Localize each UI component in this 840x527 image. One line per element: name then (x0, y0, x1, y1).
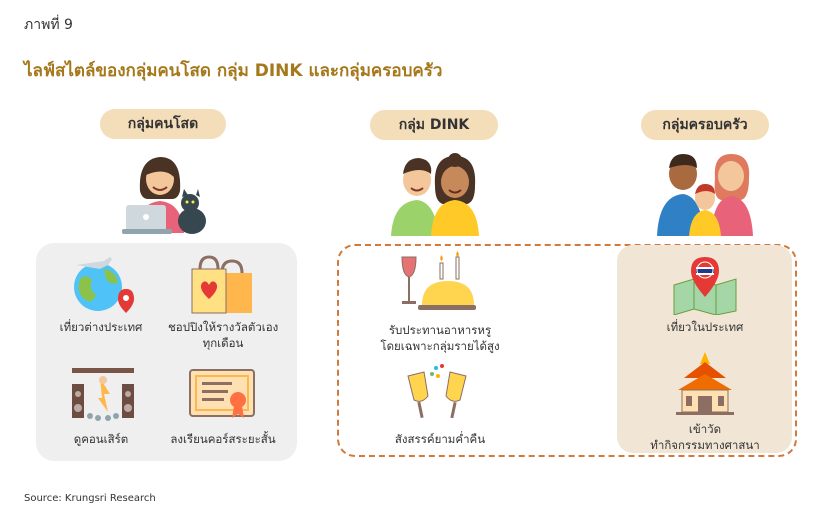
caption-line: ทำกิจกรรมทางศาสนา (650, 438, 760, 452)
thailand-map-pin-icon (673, 257, 737, 315)
group-label-single: กลุ่มคนโสด (100, 109, 226, 139)
certificate-icon (189, 369, 255, 418)
figure-label: ภาพที่ 9 (24, 17, 73, 33)
dink-item-2-caption: สังสรรค์ยามค่ำคืน (380, 431, 500, 447)
group-label-dink: กลุ่ม DINK (370, 110, 498, 140)
single-item-3-caption: ดูคอนเสิร์ต (56, 431, 146, 447)
family-item-2-caption: เข้าวัด ทำกิจกรรมทางศาสนา (640, 421, 770, 453)
shopping-bags-icon (191, 255, 252, 314)
caption-line: สังสรรค์ยามค่ำคืน (394, 432, 486, 446)
dink-couple-icon (391, 153, 479, 236)
caption-line: ทุกเดือน (202, 336, 244, 350)
globe-travel-icon (74, 257, 134, 313)
single-item-1-caption: เที่ยวต่างประเทศ (56, 319, 146, 335)
caption-line: โดยเฉพาะกลุ่มรายได้สูง (380, 339, 500, 353)
single-item-4-caption: ลงเรียนคอร์สระยะสั้น (168, 431, 278, 447)
figure-title: ไลฟ์สไตล์ของกลุ่มคนโสด กลุ่ม DINK และกลุ… (24, 61, 443, 81)
single-item-2-caption: ชอปปิงให้รางวัลตัวเอง ทุกเดือน (168, 319, 278, 351)
source-note: Source: Krungsri Research (24, 493, 156, 504)
single-person-laptop-icon (122, 157, 206, 234)
caption-line: เที่ยวต่างประเทศ (59, 320, 143, 334)
concert-stage-icon (72, 368, 134, 421)
caption-line: ชอปปิงให้รางวัลตัวเอง (168, 320, 279, 334)
fine-dining-icon (401, 251, 476, 310)
caption-line: เข้าวัด (688, 422, 722, 436)
caption-line: รับประทานอาหารหรู (388, 323, 492, 337)
family-icon (657, 154, 753, 236)
temple-icon (676, 352, 734, 415)
caption-line: เที่ยวในประเทศ (666, 320, 744, 334)
caption-line: ลงเรียนคอร์สระยะสั้น (170, 432, 276, 446)
dink-item-1-caption: รับประทานอาหารหรู โดยเฉพาะกลุ่มรายได้สูง (370, 322, 510, 354)
dink-lifestyle-panel (337, 244, 797, 457)
toasting-glasses-icon (407, 364, 467, 419)
group-label-family: กลุ่มครอบครัว (641, 110, 769, 140)
family-item-1-caption: เที่ยวในประเทศ (650, 319, 760, 335)
caption-line: ดูคอนเสิร์ต (73, 432, 129, 446)
